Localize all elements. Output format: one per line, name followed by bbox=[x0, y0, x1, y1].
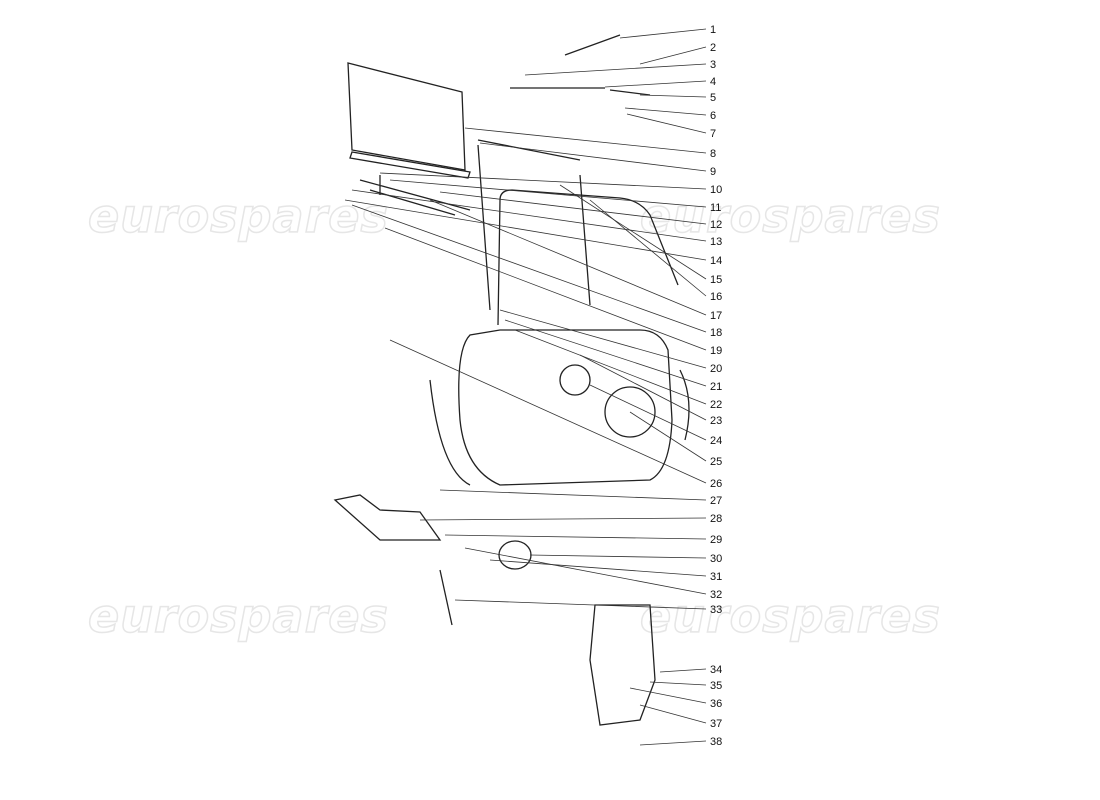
watermark-text: eurospares bbox=[640, 589, 941, 643]
leader-line bbox=[604, 80, 707, 88]
glass-channel bbox=[349, 151, 471, 179]
spring bbox=[439, 569, 453, 626]
window-glass bbox=[347, 62, 466, 171]
leader-line bbox=[629, 687, 707, 704]
door-top-spring bbox=[564, 34, 621, 56]
leader-line bbox=[524, 63, 707, 76]
leader-line bbox=[464, 127, 707, 154]
leader-line bbox=[351, 204, 707, 333]
leader-line bbox=[479, 142, 707, 172]
leader-line bbox=[629, 411, 707, 462]
leader-line bbox=[379, 172, 707, 190]
leader-line bbox=[639, 94, 707, 98]
leader-line bbox=[489, 559, 707, 577]
callout-29: 29 bbox=[710, 534, 722, 546]
callout-32: 32 bbox=[710, 589, 722, 601]
callout-17: 17 bbox=[710, 310, 722, 322]
callout-18: 18 bbox=[710, 327, 722, 339]
leader-line bbox=[389, 179, 707, 208]
window-motor bbox=[589, 604, 656, 726]
rod-assembly bbox=[510, 87, 651, 96]
leader-line bbox=[351, 189, 707, 242]
callout-labels: 1234567891011121314151617181920212223242… bbox=[710, 24, 722, 748]
callout-26: 26 bbox=[710, 478, 722, 490]
regulator bbox=[359, 175, 471, 216]
watermark-text: eurospares bbox=[88, 589, 389, 643]
callout-9: 9 bbox=[710, 166, 716, 178]
leader-line bbox=[384, 227, 707, 351]
callout-13: 13 bbox=[710, 236, 722, 248]
callout-20: 20 bbox=[710, 363, 722, 375]
callout-34: 34 bbox=[710, 664, 722, 676]
watermark-text: eurospares bbox=[88, 189, 389, 243]
leader-line bbox=[626, 113, 707, 134]
door-aperture bbox=[559, 364, 591, 396]
callout-22: 22 bbox=[710, 399, 722, 411]
callout-27: 27 bbox=[710, 495, 722, 507]
leader-line bbox=[639, 46, 707, 65]
callout-19: 19 bbox=[710, 345, 722, 357]
leader-line bbox=[454, 599, 707, 610]
window-frame bbox=[497, 189, 679, 326]
callout-4: 4 bbox=[710, 76, 716, 88]
leader-line bbox=[559, 184, 707, 280]
leader-line bbox=[419, 517, 707, 521]
leader-line bbox=[529, 554, 707, 559]
callout-25: 25 bbox=[710, 456, 722, 468]
leader-line bbox=[624, 107, 707, 116]
callout-28: 28 bbox=[710, 513, 722, 525]
leader-lines bbox=[344, 28, 707, 746]
leader-line bbox=[589, 384, 707, 441]
lock-cylinder bbox=[333, 494, 442, 541]
callout-38: 38 bbox=[710, 736, 722, 748]
leader-line bbox=[619, 28, 707, 39]
callout-2: 2 bbox=[710, 42, 716, 54]
leader-line bbox=[464, 547, 707, 595]
callout-8: 8 bbox=[710, 148, 716, 160]
door-aperture-round bbox=[604, 386, 656, 438]
leader-line bbox=[649, 681, 707, 686]
callout-21: 21 bbox=[710, 381, 722, 393]
callout-11: 11 bbox=[710, 202, 721, 214]
door-shell bbox=[429, 329, 673, 486]
door-edge-seal bbox=[679, 369, 690, 441]
callout-31: 31 bbox=[710, 571, 722, 583]
leader-line bbox=[659, 668, 707, 673]
leader-line bbox=[639, 740, 707, 746]
callout-23: 23 bbox=[710, 415, 722, 427]
leader-line bbox=[389, 339, 707, 484]
leader-line bbox=[639, 704, 707, 724]
callout-5: 5 bbox=[710, 92, 716, 104]
watermark-text: eurospares bbox=[640, 189, 941, 243]
leader-line bbox=[499, 309, 707, 369]
leader-line bbox=[589, 199, 707, 297]
callout-3: 3 bbox=[710, 59, 716, 71]
callout-10: 10 bbox=[710, 184, 722, 196]
watermarks: eurospares eurospares eurospares eurospa… bbox=[87, 188, 941, 644]
callout-7: 7 bbox=[710, 128, 716, 140]
leader-line bbox=[439, 489, 707, 501]
callout-12: 12 bbox=[710, 219, 722, 231]
leader-line bbox=[514, 329, 707, 405]
callout-33: 33 bbox=[710, 604, 722, 616]
leader-line bbox=[439, 191, 707, 225]
callout-6: 6 bbox=[710, 110, 716, 122]
leader-line bbox=[429, 199, 707, 316]
callout-16: 16 bbox=[710, 291, 722, 303]
leader-line bbox=[504, 319, 707, 387]
callout-24: 24 bbox=[710, 435, 722, 447]
leader-line bbox=[344, 199, 707, 261]
callout-37: 37 bbox=[710, 718, 722, 730]
callout-14: 14 bbox=[710, 255, 722, 267]
callout-36: 36 bbox=[710, 698, 722, 710]
callout-30: 30 bbox=[710, 553, 722, 565]
leader-line bbox=[444, 534, 707, 540]
leader-line bbox=[579, 354, 707, 421]
callout-1: 1 bbox=[710, 24, 716, 36]
callout-15: 15 bbox=[710, 274, 722, 286]
callout-35: 35 bbox=[710, 680, 722, 692]
